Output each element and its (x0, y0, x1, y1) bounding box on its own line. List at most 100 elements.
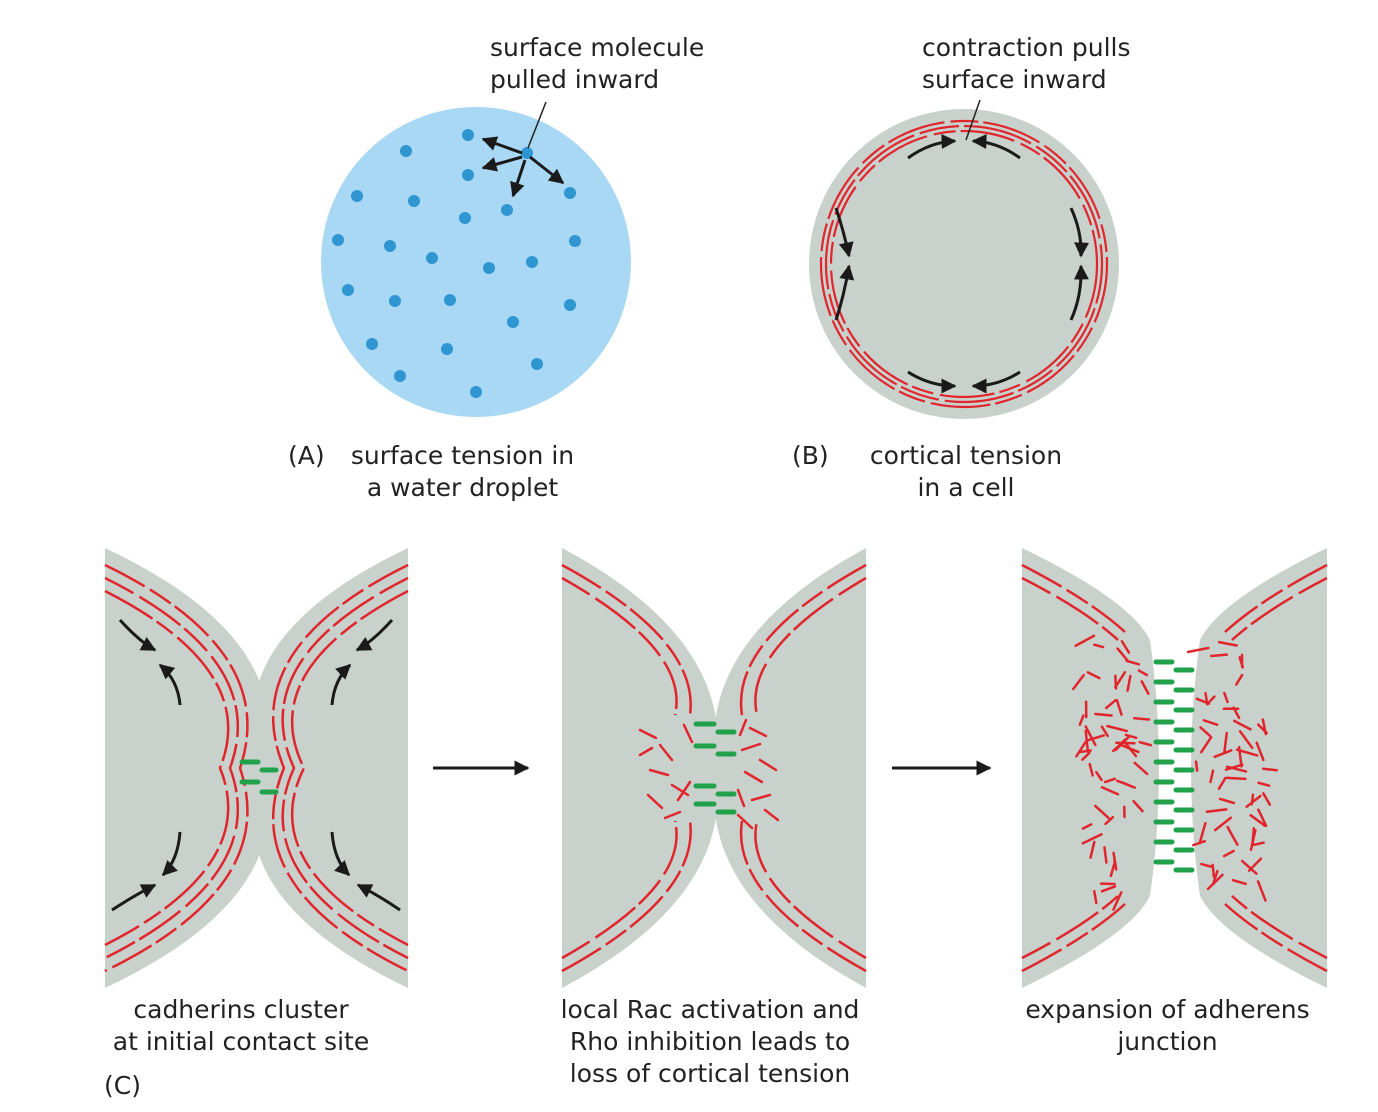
actin-filament (1114, 735, 1131, 751)
force-arrow (481, 136, 523, 155)
water-droplet (321, 107, 631, 417)
force-arrow (481, 155, 523, 172)
actin-filament (1217, 776, 1227, 790)
actin-filament (1238, 656, 1245, 669)
actin-filament (1231, 878, 1247, 886)
contraction-arrow (330, 663, 352, 706)
cadherin-clusters (1153, 659, 1195, 873)
actin-filament (1075, 740, 1087, 758)
cell-body (809, 109, 1119, 419)
water-molecule (444, 294, 456, 306)
actin-filament (1249, 829, 1257, 851)
contraction-arrow (158, 663, 182, 706)
actin-filament (1237, 745, 1243, 768)
contraction-arrow (834, 207, 854, 258)
actin-filament (1194, 760, 1199, 772)
caption-line-3: loss of cortical tension (569, 1059, 851, 1088)
disordered-actin (1071, 634, 1278, 911)
contraction-arrows (834, 134, 1090, 394)
actin-filament (1103, 777, 1117, 784)
actin-filament (1198, 821, 1207, 845)
contraction-arrow (971, 134, 1021, 160)
contraction-arrow (356, 883, 401, 912)
actin-filament (1223, 691, 1229, 704)
actin-filament (1103, 846, 1108, 864)
caption-line-1: cortical tension (869, 441, 1063, 470)
actin-filament (1112, 891, 1123, 911)
actin-filament (1195, 697, 1211, 705)
callout-line-1: surface molecule (490, 33, 705, 62)
water-molecule (394, 370, 406, 382)
actin-filament (1115, 698, 1123, 716)
water-molecule (470, 386, 482, 398)
contraction-arrows (111, 618, 401, 912)
contraction-arrow (355, 618, 394, 652)
actin-filament (1249, 813, 1267, 827)
actin-filament (1132, 799, 1144, 813)
actin-filament (1084, 725, 1097, 747)
actin-filament (1200, 862, 1213, 868)
disordered-actin (638, 718, 780, 830)
actin-filament (1132, 716, 1151, 721)
contraction-arrow (118, 618, 157, 652)
actin-filament (1120, 781, 1136, 789)
panel-a-droplet (321, 101, 631, 417)
actin-filament (1125, 659, 1141, 666)
cadherin-clusters (239, 759, 279, 795)
actin-filament (1094, 712, 1113, 717)
caption-line-2: in a cell (917, 473, 1015, 502)
contraction-arrow (1069, 207, 1090, 258)
callout-line (965, 99, 981, 141)
actin-filament (1100, 885, 1117, 893)
water-molecule (459, 212, 471, 224)
actin-filament (1209, 769, 1215, 784)
callout-line-2: pulled inward (490, 65, 660, 94)
contraction-arrow (907, 134, 957, 160)
actin-filament (1104, 815, 1115, 826)
force-arrow (529, 155, 565, 185)
water-molecule (531, 358, 543, 370)
caption-line-2: Rho inhibition leads to (569, 1027, 851, 1056)
stage-3-junction-expansion (1021, 548, 1328, 988)
water-molecule (526, 256, 538, 268)
right-cell (713, 548, 866, 988)
actin-filament (1218, 797, 1236, 805)
caption-line-2: a water droplet (366, 473, 559, 502)
actin-filament (1233, 719, 1252, 731)
actin-filament (1199, 736, 1213, 754)
actin-filament (1255, 741, 1265, 762)
actin-filament (1225, 776, 1247, 781)
actin-filament (1250, 793, 1255, 806)
actin-filament (1256, 880, 1267, 902)
water-molecule (332, 234, 344, 246)
stage-2-rac-activation (561, 548, 867, 988)
actin-filament (1085, 734, 1105, 742)
actin-filament (1138, 740, 1153, 747)
actin-filament (1245, 794, 1262, 808)
actin-filament (1093, 804, 1110, 820)
contraction-arrow (330, 831, 351, 877)
water-molecule (483, 262, 495, 274)
water-molecule (501, 204, 513, 216)
actin-filament (1262, 792, 1272, 806)
water-molecule (384, 240, 396, 252)
actin-filament (1106, 724, 1129, 733)
actin-filament (1256, 723, 1268, 735)
water-molecules (332, 129, 581, 398)
contraction-arrow (111, 883, 157, 912)
actin-filament (1209, 653, 1229, 658)
actin-filament (1118, 743, 1140, 754)
actin-filament (1211, 863, 1216, 878)
caption-line-1: local Rac activation and (560, 995, 860, 1024)
actin-filament (1140, 680, 1150, 695)
actin-filament (1199, 726, 1212, 738)
right-cell (1191, 548, 1327, 988)
actin-filament (1223, 731, 1229, 755)
actin-filament (1100, 785, 1120, 796)
caption-line-2: junction (1117, 1027, 1218, 1056)
actin-filament (1213, 816, 1233, 832)
